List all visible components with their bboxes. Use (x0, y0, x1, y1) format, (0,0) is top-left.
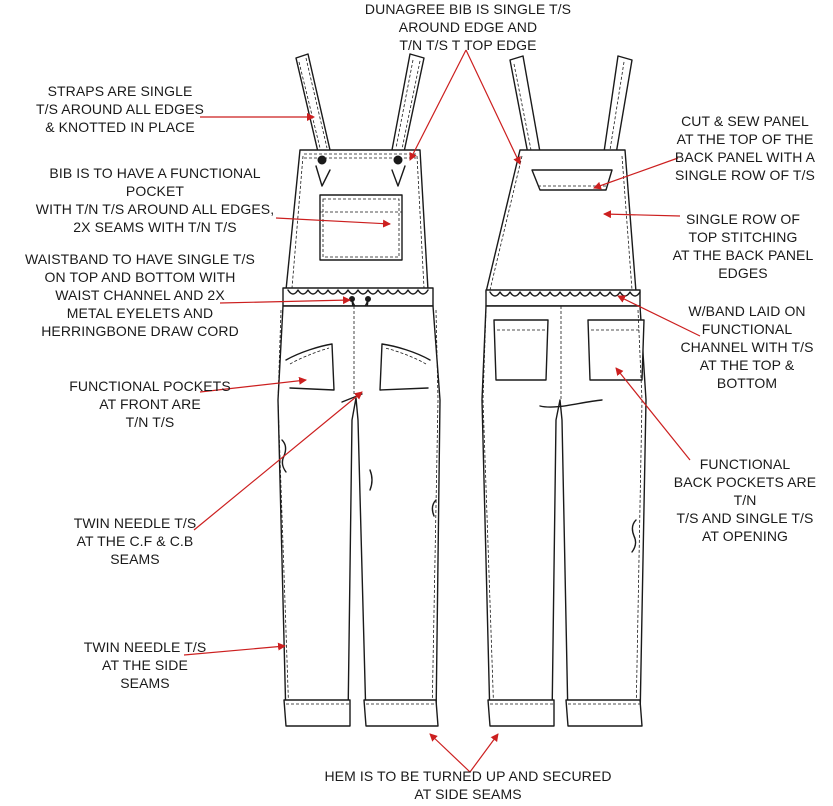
label-straps: STRAPS ARE SINGLE T/S AROUND ALL EDGES &… (36, 83, 204, 135)
arrow-waistband (219, 296, 351, 305)
arrow-bib-back (465, 49, 521, 165)
bib-pocket (319, 194, 403, 261)
arrow-back-panel-top (593, 157, 679, 190)
arrow-back-panel-edges (603, 210, 681, 219)
label-cf-cb-seams: TWIN NEEDLE T/S AT THE C.F & C.B SEAMS (73, 515, 197, 567)
arrow-bib-front (409, 49, 467, 161)
front-buckles (315, 155, 406, 187)
arrow-back-pockets (615, 367, 691, 461)
back-view (481, 55, 647, 727)
label-side-seams: TWIN NEEDLE T/S AT THE SIDE SEAMS (83, 639, 207, 691)
annotation-arrows (183, 49, 701, 773)
arrow-cf-seam (193, 391, 363, 531)
back-right-strap (603, 55, 633, 155)
arrow-bib-pocket (275, 217, 391, 228)
arrow-side-seam (183, 642, 286, 656)
back-trousers (481, 305, 647, 721)
label-bib-edge: DUNAGREE BIB IS SINGLE T/S AROUND EDGE A… (364, 1, 572, 53)
label-back-waistband: W/BAND LAID ON FUNCTIONAL CHANNEL WITH T… (680, 303, 814, 391)
front-left-strap (295, 53, 331, 153)
arrow-hem-back (469, 733, 499, 773)
front-left-pocket (285, 343, 335, 391)
front-view (277, 53, 441, 727)
front-right-strap (391, 53, 425, 153)
label-back-pockets: FUNCTIONAL BACK POCKETS ARE T/N T/S AND … (673, 456, 817, 544)
back-pockets (493, 319, 645, 381)
arrow-back-waistband (617, 295, 701, 337)
front-right-pocket (379, 343, 431, 391)
label-front-pockets: FUNCTIONAL POCKETS AT FRONT ARE T/N T/S (69, 378, 231, 430)
front-hems (283, 699, 439, 727)
back-left-strap (509, 55, 541, 155)
label-waistband: WAISTBAND TO HAVE SINGLE T/S ON TOP AND … (25, 251, 255, 339)
arrow-hem-front (429, 733, 471, 773)
front-waistband (282, 287, 434, 307)
label-hem: HEM IS TO BE TURNED UP AND SECURED AT SI… (324, 768, 612, 802)
arrow-front-pockets (199, 376, 307, 393)
back-hems (487, 699, 643, 727)
back-waistband (485, 289, 641, 307)
front-trousers (277, 305, 441, 721)
label-bib-pocket: BIB IS TO HAVE A FUNCTIONAL POCKET WITH … (35, 165, 275, 235)
label-back-panel-edges: SINGLE ROW OF TOP STITCHING AT THE BACK … (672, 211, 814, 281)
back-top-panel (531, 169, 613, 191)
label-back-panel-top: CUT & SEW PANEL AT THE TOP OF THE BACK P… (674, 113, 816, 183)
